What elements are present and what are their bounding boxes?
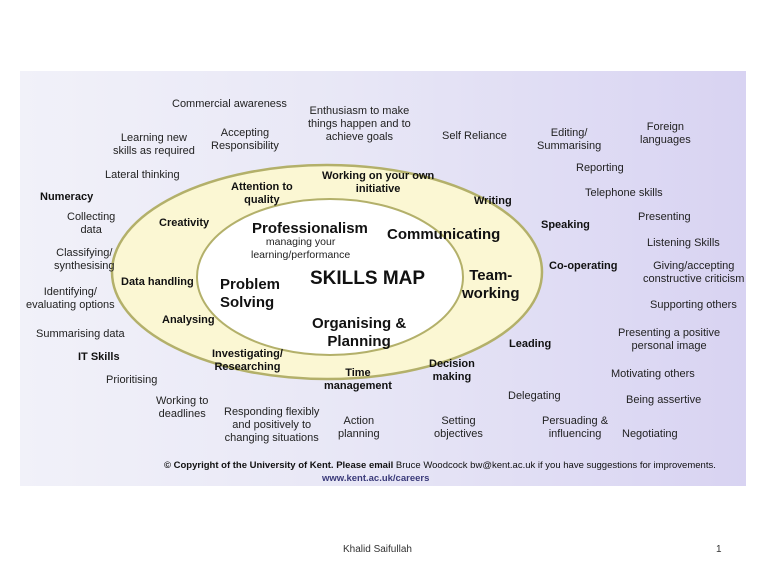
- professionalism-label: Professionalism: [252, 220, 368, 237]
- listening-skills-label: Listening Skills: [647, 237, 720, 249]
- writing-label: Writing: [474, 195, 512, 207]
- co-operating-label: Co-operating: [549, 260, 618, 272]
- inner-ellipse: [196, 198, 464, 356]
- self-reliance-label: Self Reliance: [442, 130, 507, 142]
- leading-label: Leading: [509, 338, 552, 350]
- communicating-label: Communicating: [387, 226, 501, 243]
- reporting-label: Reporting: [576, 162, 624, 174]
- persuading-influencing-label: Persuading &influencing: [542, 415, 609, 440]
- summarising-data-label: Summarising data: [36, 328, 125, 340]
- investigating-researching-label: Investigating/Researching: [212, 348, 283, 373]
- supporting-others-label: Supporting others: [650, 299, 737, 311]
- data-handling-label: Data handling: [121, 276, 194, 288]
- analysing-label: Analysing: [162, 314, 215, 326]
- delegating-label: Delegating: [508, 390, 561, 402]
- identifying-evaluating-label: Identifying/evaluating options: [26, 286, 115, 311]
- classifying-synthesising-label: Classifying/synthesising: [54, 247, 115, 272]
- being-assertive-label: Being assertive: [626, 394, 702, 406]
- organising-planning-label: Organising &Planning: [312, 315, 407, 350]
- skills-map-diagram: [110, 163, 544, 381]
- speaking-label: Speaking: [541, 219, 590, 231]
- telephone-skills-label: Telephone skills: [585, 187, 663, 199]
- it-skills-label: IT Skills: [78, 351, 120, 363]
- teamworking-label: Team-working: [462, 267, 520, 302]
- lateral-thinking-label: Lateral thinking: [105, 169, 180, 181]
- skills-map-title: SKILLS MAP: [310, 268, 426, 289]
- careers-url-link[interactable]: www.kent.ac.uk/careers: [322, 473, 430, 484]
- creativity-label: Creativity: [159, 217, 210, 229]
- prioritising-label: Prioritising: [106, 374, 158, 386]
- footer-author: Khalid Saifullah: [343, 544, 412, 555]
- presenting-label: Presenting: [638, 211, 691, 223]
- page-number: 1: [716, 544, 722, 555]
- editing-summarising-label: Editing/Summarising: [537, 127, 602, 152]
- copyright-line: © Copyright of the University of Kent. P…: [164, 460, 716, 471]
- negotiating-label: Negotiating: [622, 428, 678, 440]
- motivating-others-label: Motivating others: [611, 368, 695, 380]
- commercial-awareness-label: Commercial awareness: [172, 98, 287, 110]
- numeracy-label: Numeracy: [40, 191, 94, 203]
